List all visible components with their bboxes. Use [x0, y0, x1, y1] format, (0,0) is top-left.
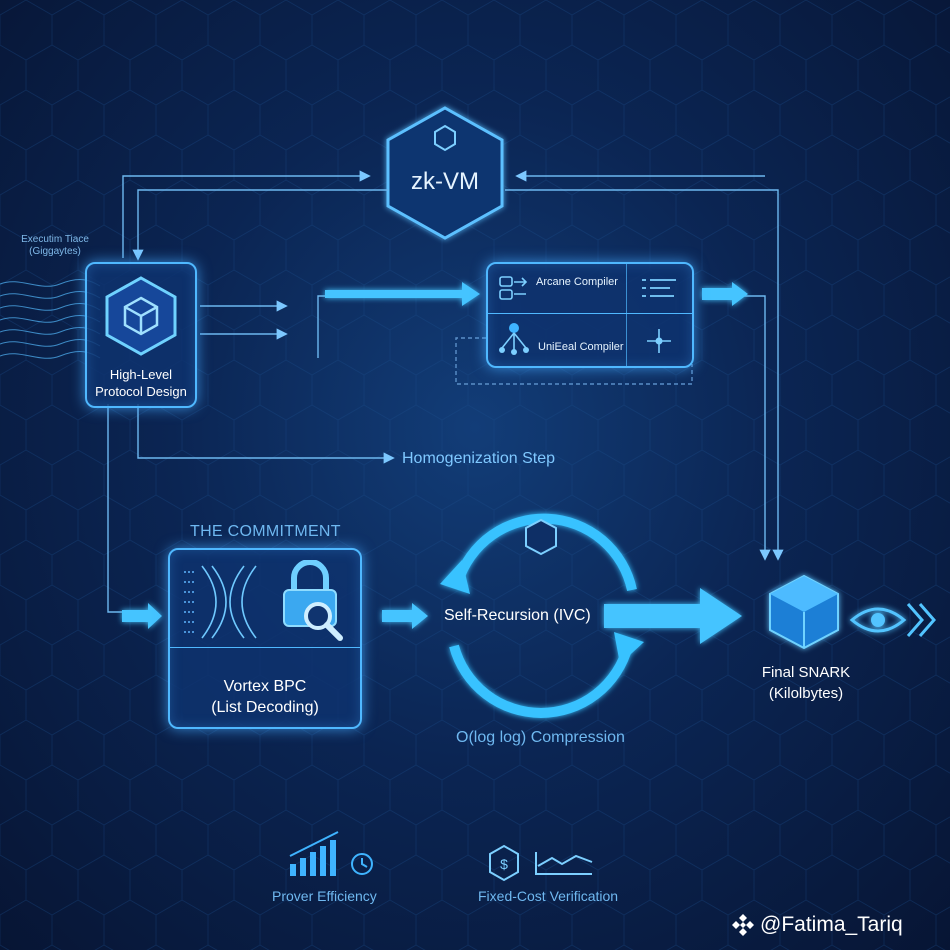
trend-line-icon	[535, 852, 593, 875]
connector-homogenization	[137, 404, 395, 464]
watermark: @Fatima_Tariq	[730, 910, 903, 940]
network-node-icon	[647, 329, 671, 353]
protocol-design-node[interactable]: High-Level Protocol Design	[85, 262, 197, 408]
zkvm-label: zk-VM	[411, 168, 479, 195]
execution-trace-line2: (Giggaytes)	[29, 246, 81, 257]
compression-label: O(log log) Compression	[456, 729, 625, 746]
protocol-design-line2: Protocol Design	[95, 384, 187, 399]
unified-compiler-label: UniEeal Compiler	[538, 341, 624, 353]
vortex-bpc-label: Vortex BPC (List Decoding)	[170, 676, 360, 718]
final-snark-cube-icon	[769, 574, 839, 650]
eye-icon	[849, 607, 907, 633]
protocol-design-line1: High-Level	[109, 367, 173, 382]
connector-compilers-to-final	[738, 295, 771, 561]
connector-protocol-to-zkvm	[122, 170, 371, 258]
svg-text:$: $	[500, 856, 508, 872]
arrow-to-commitment	[122, 603, 162, 629]
commitment-heading: THE COMMITMENT	[190, 523, 341, 540]
execution-trace-label: Executim Tiace (Giggaytes)	[14, 234, 96, 258]
recursion-cube-icon	[525, 518, 557, 556]
final-snark-label: Final SNARK (Kilolbytes)	[748, 662, 864, 704]
arcane-compiler-icon	[499, 276, 528, 300]
arrow-to-recursion	[382, 603, 428, 629]
arrow-compilers-out	[702, 282, 748, 306]
final-snark-line1: Final SNARK	[761, 664, 851, 681]
protocol-cube-icon	[105, 276, 177, 356]
arcane-compiler-label: Arcane Compiler	[536, 276, 618, 288]
vortex-bpc-line2: (List Decoding)	[211, 699, 319, 716]
connector-zkvm-to-final	[505, 189, 784, 561]
code-lines-icon	[642, 279, 676, 297]
connector-compilers-loop	[455, 337, 693, 385]
compilers-panel[interactable]: Arcane Compiler UniEeal Compiler	[486, 262, 694, 368]
diamond-logo-icon	[732, 914, 754, 936]
prover-efficiency-label: Prover Efficiency	[272, 888, 377, 904]
dollar-badge-icon: $	[489, 844, 519, 882]
arrow-to-compilers	[325, 282, 480, 306]
protocol-design-label: High-Level Protocol Design	[87, 366, 195, 400]
vortex-bpc-node[interactable]: Vortex BPC (List Decoding)	[168, 548, 362, 729]
arrow-to-final-snark	[604, 588, 742, 644]
list-decoding-icon	[184, 565, 257, 639]
padlock-magnifier-icon	[283, 560, 343, 641]
homogenization-step-label: Homogenization Step	[402, 450, 555, 467]
connector-zkvm-to-protocol	[132, 189, 388, 261]
chevrons-icon	[906, 603, 936, 637]
clock-icon	[351, 853, 373, 875]
execution-trace-line1: Executim Tiace	[21, 234, 89, 245]
vortex-bpc-line1: Vortex BPC	[223, 678, 307, 695]
watermark-handle: @Fatima_Tariq	[760, 913, 903, 936]
self-recursion-label: Self-Recursion (IVC)	[444, 607, 591, 624]
compilers-divider-vertical	[626, 264, 627, 366]
vortex-divider	[170, 647, 360, 648]
recursion-loop-icon	[440, 513, 644, 718]
zkvm-hexagon[interactable]	[386, 106, 504, 240]
compilers-divider-horizontal	[488, 313, 692, 314]
unified-compiler-icon	[499, 323, 529, 355]
bar-chart-icon	[289, 831, 339, 876]
zkvm-cube-icon	[434, 124, 456, 152]
fixed-cost-verification-label: Fixed-Cost Verification	[478, 888, 619, 904]
final-snark-line2: (Kilolbytes)	[768, 685, 844, 702]
